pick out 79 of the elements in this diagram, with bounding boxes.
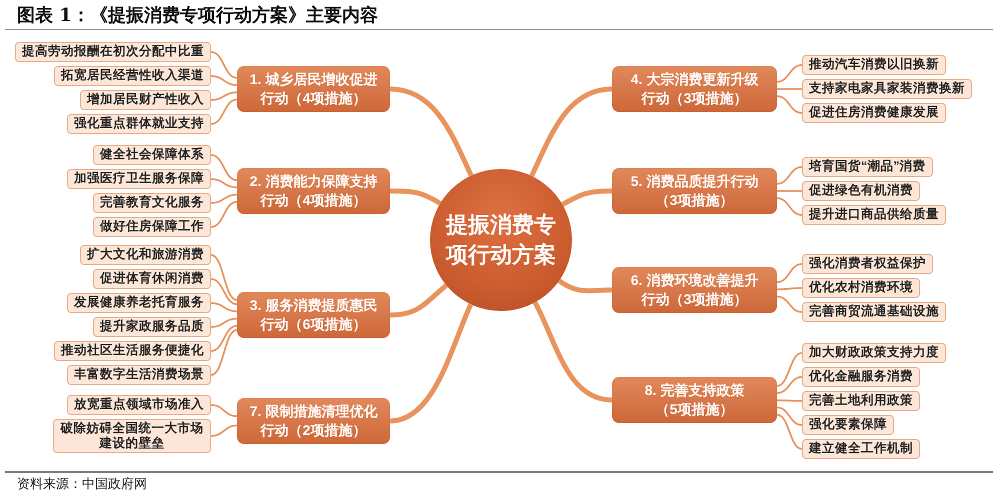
branch-line	[210, 278, 238, 306]
branch-line	[558, 278, 612, 294]
measure-node: 提高劳动报酬在初次分配中比重	[15, 42, 211, 62]
branch-line	[390, 86, 474, 177]
branch-line	[210, 200, 238, 228]
branch-line	[210, 318, 238, 328]
branch-line	[776, 414, 802, 450]
measure-node: 完善教育文化服务	[93, 193, 211, 213]
branch-line	[777, 88, 802, 90]
category-node: 1. 城乡居民增收促进行动（4项措施）	[237, 66, 390, 112]
central-topic-circle: 提振消费专项行动方案	[430, 169, 572, 311]
measure-node: 强化重点群体就业支持	[67, 114, 211, 134]
measure-node: 建立健全工作机制	[802, 439, 920, 459]
branch-line	[210, 329, 238, 376]
measure-node: 推动社区生活服务便捷化	[54, 341, 211, 361]
branch-line	[776, 296, 802, 313]
measure-node: 完善商贸流通基础设施	[802, 302, 946, 322]
measure-node: 发展健康养老托育服务	[67, 293, 211, 313]
branch-line	[210, 154, 238, 182]
branch-line	[210, 98, 238, 125]
measure-node: 加强医疗卫生服务保障	[67, 169, 211, 189]
measure-node: 丰富数字生活消费场景	[67, 365, 211, 385]
measure-node: 拓宽居民经营性收入渠道	[54, 66, 211, 86]
branch-line	[777, 190, 802, 192]
measure-node: 加大财政政策支持力度	[802, 343, 946, 363]
branch-line	[776, 263, 802, 284]
measure-node: 促进绿色有机消费	[802, 181, 920, 201]
category-node: 6. 消费环境改善提升行动（3项措施）	[612, 267, 777, 313]
branch-line	[210, 75, 238, 86]
measure-node: 提升进口商品供给质量	[802, 205, 946, 225]
branch-line	[210, 254, 238, 301]
measure-node: 促进体育休闲消费	[93, 269, 211, 289]
measure-node: 增加居民财产性收入	[80, 90, 211, 110]
measure-node: 优化农村消费环境	[802, 278, 920, 298]
branch-line	[776, 376, 802, 394]
measure-node: 健全社会保障体系	[93, 145, 211, 165]
branch-line	[776, 166, 802, 185]
figure-title: 图表 1：《提振消费专项行动方案》主要内容	[17, 4, 378, 28]
measure-node: 优化金融服务消费	[802, 367, 920, 387]
measure-node: 扩大文化和旅游消费	[80, 245, 211, 265]
branch-line	[390, 303, 474, 424]
branch-line	[532, 301, 612, 402]
category-node: 5. 消费品质提升行动（3项措施）	[612, 168, 777, 214]
branch-line	[390, 283, 448, 318]
branch-line	[776, 406, 802, 426]
branch-line	[777, 399, 802, 402]
category-node: 7. 限制措施清理优化行动（2项措施）	[237, 398, 390, 444]
source-note: 资料来源：中国政府网	[17, 475, 147, 492]
measure-node: 提升家政服务品质	[93, 317, 211, 337]
branch-line	[776, 64, 802, 83]
branch-line	[210, 178, 238, 188]
branch-line	[776, 352, 802, 387]
branch-line	[561, 188, 612, 207]
branch-line	[529, 86, 612, 177]
measure-node: 放宽重点领域市场准入	[67, 395, 211, 415]
branch-line	[210, 424, 238, 437]
measure-node: 支持家电家具家装消费换新	[802, 79, 972, 99]
measure-node: 强化消费者权益保护	[802, 254, 933, 274]
branch-line	[210, 91, 238, 101]
measure-node: 完善土地利用政策	[802, 391, 920, 411]
measure-node: 破除妨碍全国统一大市场建设的壁垒	[53, 419, 211, 453]
measure-node: 培育国货“潮品”消费	[802, 157, 932, 177]
branch-line	[210, 404, 238, 418]
category-node: 3. 服务消费提质惠民行动（6项措施）	[237, 292, 390, 338]
branch-line	[210, 324, 238, 352]
branch-line	[210, 194, 238, 204]
measure-node: 促进住房消费健康发展	[802, 103, 946, 123]
category-node: 8. 完善支持政策（5项措施）	[612, 377, 777, 423]
category-node: 4. 大宗消费更新升级行动（3项措施）	[612, 66, 777, 112]
measure-node: 做好住房保障工作	[93, 217, 211, 237]
branch-line	[210, 302, 238, 312]
branch-line	[777, 287, 802, 290]
measure-node: 推动汽车消费以旧换新	[802, 55, 946, 75]
measure-node: 强化要素保障	[802, 415, 894, 435]
branch-line	[390, 188, 442, 206]
branch-line	[210, 51, 238, 79]
branch-line	[776, 95, 802, 114]
branch-line	[776, 197, 802, 216]
category-node: 2. 消费能力保障支持行动（4项措施）	[237, 168, 390, 214]
